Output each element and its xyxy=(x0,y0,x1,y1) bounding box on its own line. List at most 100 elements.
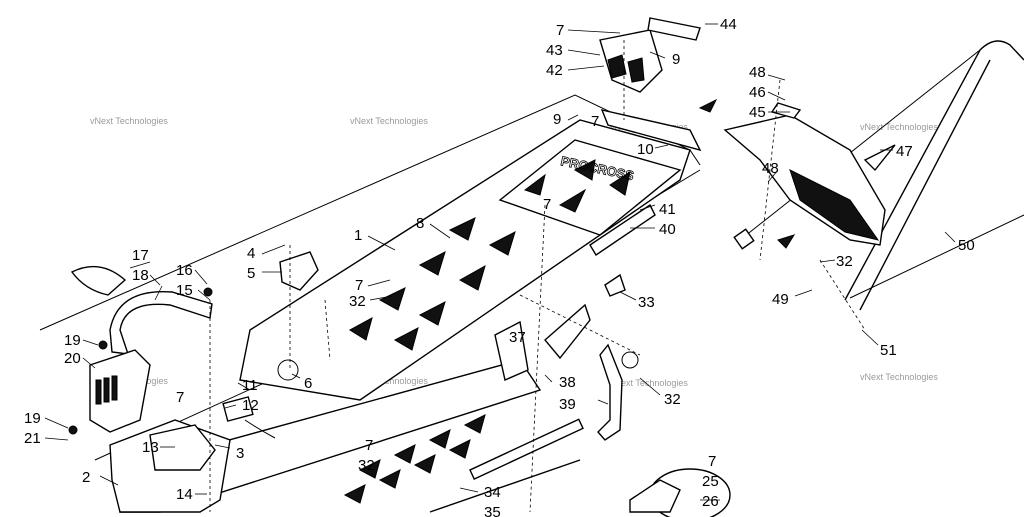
cutout xyxy=(418,301,446,326)
callout-13: 13 xyxy=(142,439,159,456)
callout-43: 43 xyxy=(546,42,563,59)
callout-20: 20 xyxy=(64,350,81,367)
rear-bumper xyxy=(733,40,1024,311)
washer-32 xyxy=(621,351,639,369)
callout-9: 9 xyxy=(553,111,561,128)
leader-line xyxy=(649,51,666,59)
callout-51: 51 xyxy=(880,342,897,359)
callout-25: 25 xyxy=(702,473,719,490)
bumper-tube xyxy=(844,40,1024,301)
callout-49: 49 xyxy=(772,291,789,308)
leader-line xyxy=(619,291,637,301)
callout-7: 7 xyxy=(355,277,363,294)
assembly-line xyxy=(324,299,331,361)
direction-arrow xyxy=(777,234,796,249)
leader-line xyxy=(767,74,786,81)
flap-reflector xyxy=(863,144,896,172)
vent-slot xyxy=(95,379,102,405)
direction-arrow xyxy=(698,98,718,113)
leader-line xyxy=(369,295,393,301)
cutout xyxy=(573,159,596,181)
leader-line xyxy=(794,289,813,297)
bracket-10 xyxy=(600,109,702,152)
callout-5: 5 xyxy=(247,265,255,282)
callout-45: 45 xyxy=(749,104,766,121)
bracket-38 xyxy=(544,303,591,360)
leader-line xyxy=(861,329,879,346)
callout-42: 42 xyxy=(546,62,563,79)
rear-components xyxy=(494,109,731,517)
leader-line xyxy=(82,339,99,346)
traction-cutout xyxy=(413,454,436,474)
leader-line xyxy=(767,169,779,183)
assembly-line xyxy=(819,259,866,331)
leader-line xyxy=(567,114,579,121)
snow-flap xyxy=(723,102,896,246)
leader-line xyxy=(99,475,119,486)
callout-39: 39 xyxy=(559,396,576,413)
leader-line xyxy=(767,91,786,101)
bumper-cap xyxy=(733,228,755,250)
fastener-16 xyxy=(203,287,213,297)
callout-7: 7 xyxy=(365,437,373,454)
callout-12: 12 xyxy=(242,397,259,414)
callouts: 1 2 3 4 5 6 7 7 7 7 7 7 7 8 9 9 10 11 12… xyxy=(24,16,975,517)
leader-line xyxy=(639,204,656,211)
bracket-13 xyxy=(149,424,216,471)
bracket-20 xyxy=(89,349,151,433)
assembly-line xyxy=(519,294,641,356)
callout-6: 6 xyxy=(304,375,312,392)
callout-32: 32 xyxy=(349,293,366,310)
leader-line xyxy=(129,261,151,269)
callout-26: 26 xyxy=(702,493,719,510)
watermark: vNext Technologies xyxy=(610,378,688,388)
leader-line xyxy=(194,269,208,285)
callout-3: 3 xyxy=(236,445,244,462)
callout-50: 50 xyxy=(958,237,975,254)
leader-line xyxy=(44,417,69,429)
traction-cutout xyxy=(358,459,381,479)
bumper-rail xyxy=(739,49,981,241)
leader-line xyxy=(654,144,669,149)
tunnel-assembly: PROCROSS xyxy=(39,94,701,513)
grommet-6 xyxy=(277,359,299,381)
watermark: vNext Technologies xyxy=(860,372,938,382)
cutout xyxy=(488,231,516,256)
fastener-19 xyxy=(98,340,108,350)
callout-19: 19 xyxy=(64,332,81,349)
callout-38: 38 xyxy=(559,374,576,391)
leader-line xyxy=(237,382,251,391)
callout-21: 21 xyxy=(24,430,41,447)
bracket-37 xyxy=(494,320,529,381)
rail-tube xyxy=(469,418,584,480)
callout-48: 48 xyxy=(749,64,766,81)
callout-16: 16 xyxy=(176,262,193,279)
callout-41: 41 xyxy=(659,201,676,218)
leader-line xyxy=(567,29,621,34)
harness-11 xyxy=(244,419,276,439)
traction-cutout xyxy=(463,414,486,434)
bumper-tube-inner xyxy=(859,59,991,311)
leader-line xyxy=(544,374,553,383)
callout-40: 40 xyxy=(659,221,676,238)
traction-cutout xyxy=(448,439,471,459)
callout-33: 33 xyxy=(638,294,655,311)
leader-line xyxy=(459,487,479,493)
bumper-rail-lower xyxy=(849,214,1024,299)
mount-5 xyxy=(279,251,319,291)
callout-48: 48 xyxy=(762,160,779,177)
watermark: vNext Technologies xyxy=(90,116,168,126)
leader-line xyxy=(149,274,161,286)
part-26 xyxy=(629,479,681,513)
assembly-lines xyxy=(209,40,866,513)
module-12 xyxy=(222,396,254,422)
traction-cutout xyxy=(378,469,401,489)
callout-7: 7 xyxy=(708,453,716,470)
side-rail xyxy=(429,459,581,513)
callout-32: 32 xyxy=(836,253,853,270)
bolt-18 xyxy=(154,285,163,301)
leader-line xyxy=(291,373,301,379)
cutout xyxy=(448,217,476,241)
